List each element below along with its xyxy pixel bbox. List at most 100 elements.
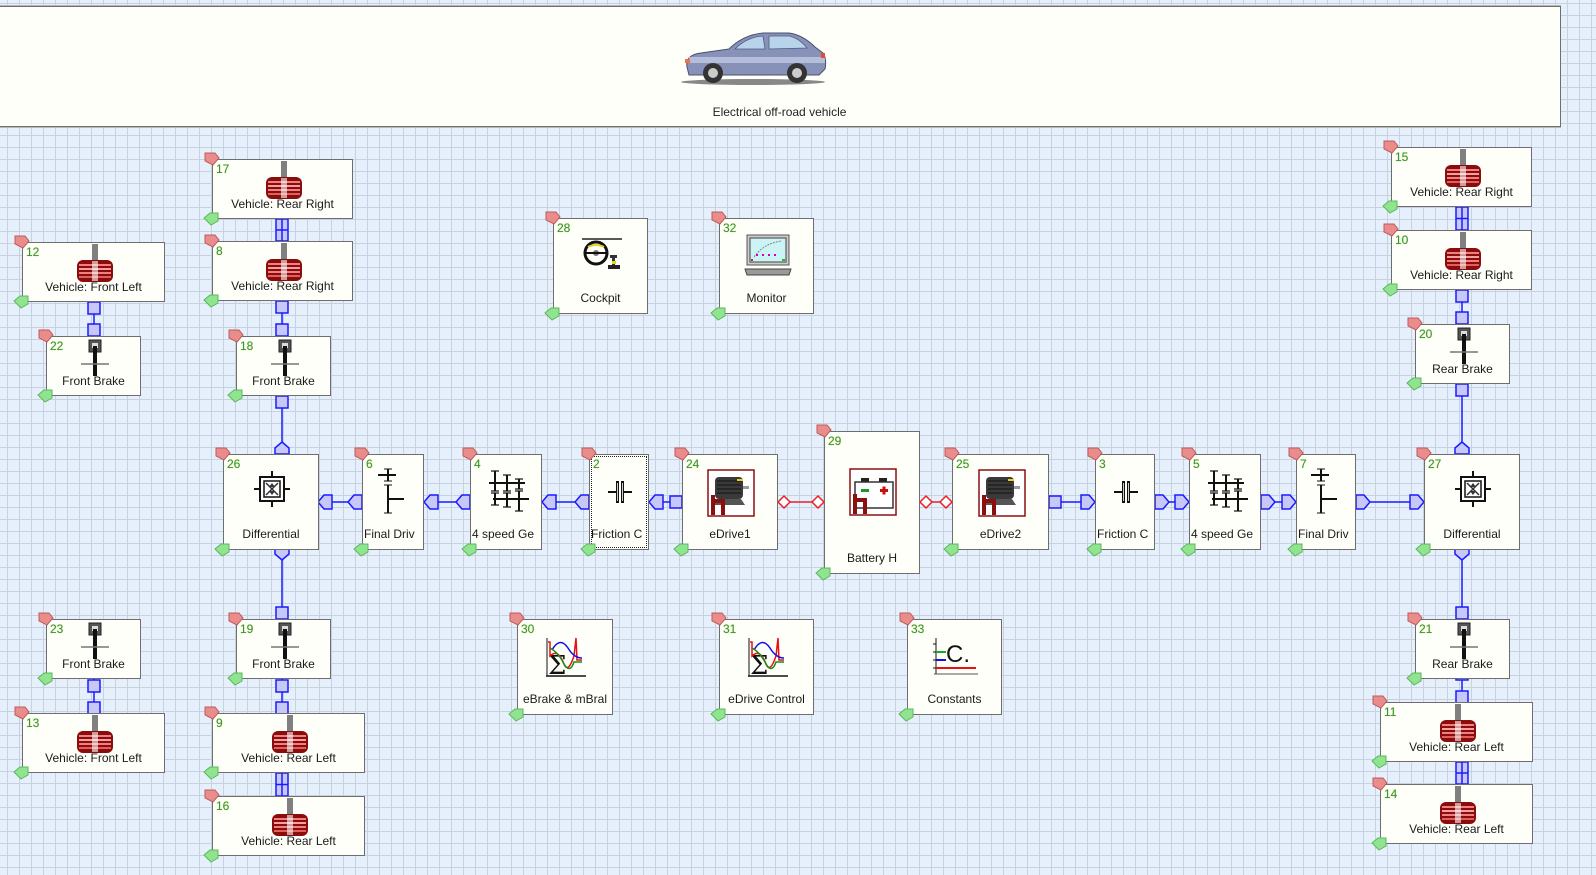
model-block-11[interactable]: 11 Vehicle: Rear Left [1371,695,1533,769]
shaft-port[interactable] [541,494,557,510]
signal-input-tag-icon[interactable] [711,211,727,225]
mechanical-port[interactable] [275,395,289,409]
signal-input-tag-icon[interactable] [1383,223,1399,237]
model-block-16[interactable]: 16 Vehicle: Rear Left [203,789,365,863]
signal-output-tag-icon[interactable] [203,294,219,308]
shaft-port[interactable] [423,494,439,510]
signal-input-tag-icon[interactable] [816,424,832,438]
rigid-coupling-port[interactable] [1455,206,1469,231]
signal-input-tag-icon[interactable] [204,152,220,166]
model-block-2[interactable]: 2 Friction C [580,447,649,557]
signal-output-tag-icon[interactable] [227,389,243,403]
signal-input-tag-icon[interactable] [1181,447,1197,461]
signal-input-tag-icon[interactable] [228,612,244,626]
model-header-panel[interactable]: Electrical off-road vehicle [0,6,1561,127]
model-block-30[interactable]: 30 Σ eBrake & mBral [508,612,613,722]
signal-input-tag-icon[interactable] [1087,447,1103,461]
mechanical-port[interactable] [275,606,289,620]
rigid-coupling-port[interactable] [275,772,289,797]
signal-output-tag-icon[interactable] [13,295,29,309]
model-block-8[interactable]: 8 Vehicle: Rear Right [203,234,353,308]
mechanical-port[interactable] [87,679,101,693]
shaft-port[interactable] [1454,548,1470,561]
model-block-4[interactable]: 4 4 speed Ge [461,447,542,557]
signal-output-tag-icon[interactable] [37,389,53,403]
rigid-coupling-port[interactable] [275,218,289,242]
signal-input-tag-icon[interactable] [711,612,727,626]
signal-output-tag-icon[interactable] [673,543,689,557]
signal-input-tag-icon[interactable] [1416,447,1432,461]
signal-input-tag-icon[interactable] [1372,777,1388,791]
model-block-25[interactable]: 25 eDrive2 [943,447,1049,557]
signal-output-tag-icon[interactable] [1415,543,1431,557]
model-block-22[interactable]: 22 Front Brake [37,329,141,403]
signal-input-tag-icon[interactable] [545,211,561,225]
shaft-port[interactable] [1355,494,1371,510]
shaft-port[interactable] [347,494,363,510]
electrical-port[interactable] [810,494,826,510]
mechanical-port[interactable] [1048,495,1062,509]
model-block-12[interactable]: 12 Vehicle: Front Left [13,235,165,309]
signal-output-tag-icon[interactable] [353,543,369,557]
model-block-7[interactable]: 7 Final Driv [1287,447,1356,557]
model-block-10[interactable]: 10 Vehicle: Rear Right [1382,223,1532,297]
signal-output-tag-icon[interactable] [508,708,524,722]
model-block-18[interactable]: 18 Front Brake [227,329,331,403]
signal-output-tag-icon[interactable] [1180,543,1196,557]
signal-output-tag-icon[interactable] [1382,283,1398,297]
model-block-24[interactable]: 24 eDrive1 [673,447,778,557]
signal-output-tag-icon[interactable] [710,708,726,722]
signal-input-tag-icon[interactable] [14,706,30,720]
signal-output-tag-icon[interactable] [1086,543,1102,557]
signal-output-tag-icon[interactable] [544,307,560,321]
signal-input-tag-icon[interactable] [204,789,220,803]
mechanical-port[interactable] [87,301,101,315]
shaft-port[interactable] [274,548,290,561]
signal-output-tag-icon[interactable] [37,672,53,686]
signal-input-tag-icon[interactable] [944,447,960,461]
shaft-port[interactable] [1454,441,1470,455]
electrical-port[interactable] [776,494,792,510]
mechanical-port[interactable] [1455,289,1469,303]
signal-input-tag-icon[interactable] [581,447,597,461]
signal-input-tag-icon[interactable] [674,447,690,461]
mechanical-port[interactable] [275,300,289,314]
signal-input-tag-icon[interactable] [1407,612,1423,626]
signal-output-tag-icon[interactable] [710,307,726,321]
model-block-15[interactable]: 15 Vehicle: Rear Right [1382,140,1532,214]
signal-input-tag-icon[interactable] [462,447,478,461]
model-block-19[interactable]: 19 Front Brake [227,612,331,686]
signal-output-tag-icon[interactable] [227,672,243,686]
model-block-3[interactable]: 3 Friction C [1086,447,1155,557]
model-block-6[interactable]: 6 Final Driv [353,447,424,557]
signal-output-tag-icon[interactable] [203,212,219,226]
model-block-13[interactable]: 13 Vehicle: Front Left [13,706,165,780]
shaft-port[interactable] [1154,494,1170,510]
signal-input-tag-icon[interactable] [509,612,525,626]
mechanical-port[interactable] [275,323,289,337]
shaft-port[interactable] [574,494,590,510]
model-block-9[interactable]: 9 Vehicle: Rear Left [203,706,365,780]
signal-output-tag-icon[interactable] [1406,672,1422,686]
model-block-28[interactable]: 28 Cockpit [544,211,648,321]
signal-input-tag-icon[interactable] [38,329,54,343]
rigid-coupling-port[interactable] [1455,761,1469,785]
signal-output-tag-icon[interactable] [1287,543,1303,557]
signal-output-tag-icon[interactable] [203,766,219,780]
signal-output-tag-icon[interactable] [203,849,219,863]
signal-input-tag-icon[interactable] [228,329,244,343]
signal-output-tag-icon[interactable] [580,543,596,557]
model-block-23[interactable]: 23 Front Brake [37,612,141,686]
signal-output-tag-icon[interactable] [214,543,230,557]
signal-input-tag-icon[interactable] [1372,695,1388,709]
signal-output-tag-icon[interactable] [815,567,831,581]
model-block-31[interactable]: 31 Σ eDrive Control [710,612,814,722]
mechanical-port[interactable] [87,323,101,337]
model-block-26[interactable]: 26 Differential [214,447,319,557]
signal-input-tag-icon[interactable] [204,706,220,720]
mechanical-port[interactable] [1455,311,1469,325]
signal-input-tag-icon[interactable] [14,235,30,249]
signal-output-tag-icon[interactable] [1371,837,1387,851]
electrical-port[interactable] [938,494,954,510]
